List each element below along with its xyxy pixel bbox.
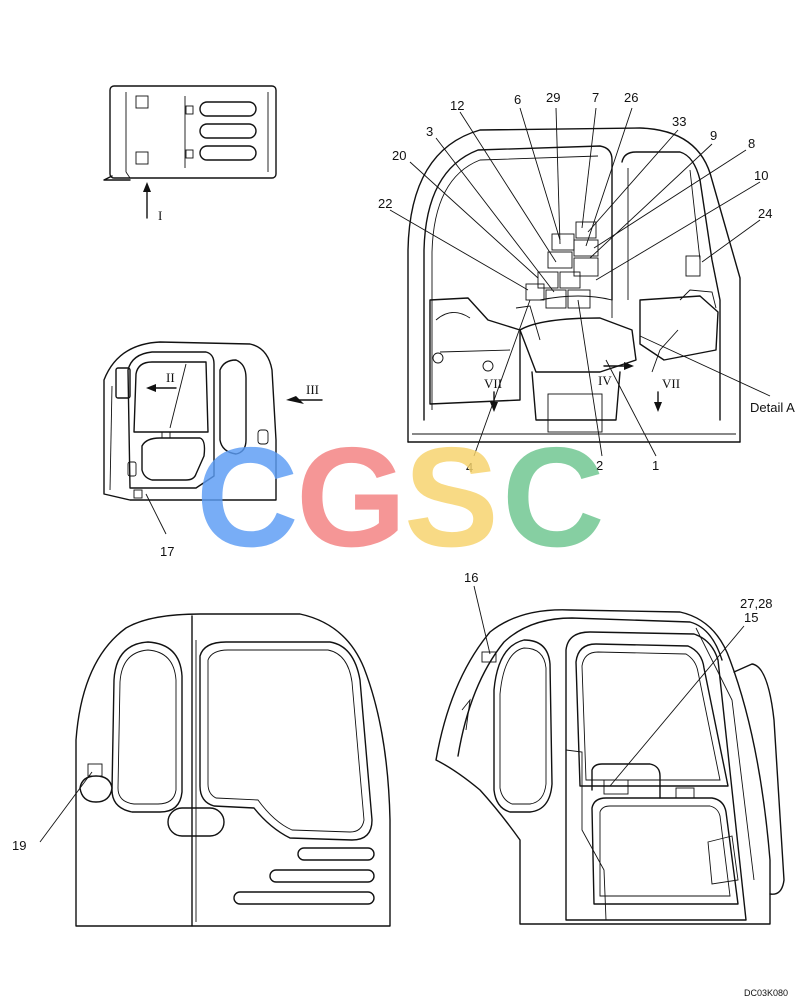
callout-2: 2 — [596, 458, 603, 473]
watermark-letter-4: C — [502, 418, 605, 577]
callout-22: 22 — [378, 196, 392, 211]
callout-27-28: 27,28 — [740, 596, 773, 611]
callout-7: 7 — [592, 90, 599, 105]
view-arrow-ii: II — [146, 370, 177, 392]
callout-6: 6 — [514, 92, 521, 107]
cab-top-view: I — [103, 85, 277, 223]
label-cluster — [525, 221, 599, 309]
callout-29: 29 — [546, 90, 560, 105]
cab-side-view: II III 17 — [103, 341, 323, 559]
watermark-logo: C G S C — [196, 418, 605, 577]
view-label-iv: IV — [598, 373, 612, 388]
view-arrow-vii-left: VII — [484, 376, 502, 412]
callout-detail-a: Detail A — [750, 400, 795, 415]
cab-rear-view: 19 — [12, 613, 391, 927]
callout-1: 1 — [652, 458, 659, 473]
callout-12: 12 — [450, 98, 464, 113]
callout-15: 15 — [744, 610, 758, 625]
callout-33: 33 — [672, 114, 686, 129]
callout-24: 24 — [758, 206, 772, 221]
callout-4: 4 — [466, 460, 473, 475]
watermark-letter-3: S — [404, 418, 499, 577]
callout-9: 9 — [710, 128, 717, 143]
view-label-vii-right: VII — [662, 376, 680, 391]
callout-10: 10 — [754, 168, 768, 183]
callout-8: 8 — [748, 136, 755, 151]
callout-20: 20 — [392, 148, 406, 163]
view-label-ii: II — [166, 370, 175, 385]
cab-door-side-view: 16 27,28 15 — [435, 570, 785, 925]
view-arrow-i — [143, 182, 151, 219]
drawing-code: DC03K080 — [744, 988, 788, 998]
callout-26: 26 — [624, 90, 638, 105]
view-label-vii-left: VII — [484, 376, 502, 391]
watermark-letter-2: G — [296, 418, 406, 577]
view-arrow-iii: III — [286, 382, 323, 404]
watermark-letter-1: C — [196, 418, 299, 577]
callout-19: 19 — [12, 838, 26, 853]
view-arrow-iv: IV — [598, 362, 634, 388]
callout-3: 3 — [426, 124, 433, 139]
callout-16: 16 — [464, 570, 478, 585]
view-label-i: I — [158, 208, 162, 223]
view-arrow-vii-right: VII — [654, 376, 680, 412]
view-label-iii: III — [306, 382, 319, 397]
leader-lines — [389, 107, 771, 457]
callout-17: 17 — [160, 544, 174, 559]
cab-interior-view: IV VII VII — [378, 90, 795, 475]
